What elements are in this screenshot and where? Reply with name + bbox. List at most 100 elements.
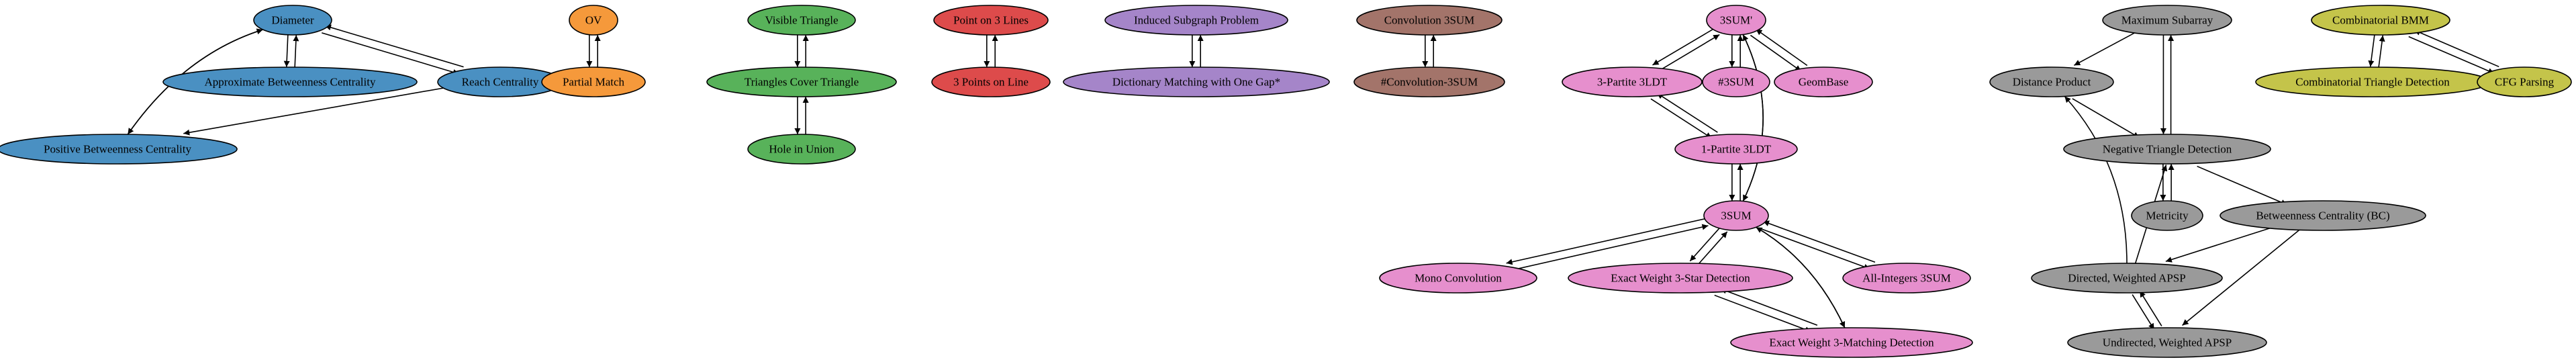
edge-undirapsp-to-dirapsp [2139, 290, 2162, 326]
node-shape-induced [1104, 5, 1288, 36]
node-label-dirapsp: Directed, Weighted APSP [2068, 272, 2185, 285]
node-shape-visible [747, 5, 856, 36]
node-label-pts_line: 3 Points on Line [953, 76, 1029, 89]
node-pts_line[interactable]: 3 Points on Line [931, 66, 1051, 97]
edge-sum3p-to-geombase [1750, 34, 1802, 72]
node-allint[interactable]: All-Integers 3SUM [1842, 263, 1971, 293]
node-label-p1ldt: 1-Partite 3LDT [1701, 143, 1772, 156]
edge-sum3-to-ew3star [1689, 226, 1721, 262]
node-ov[interactable]: OV [569, 5, 618, 36]
edge-dirapsp-to-undirapsp [2132, 294, 2155, 330]
node-shape-sum3p [1706, 5, 1766, 36]
node-hole[interactable]: Hole in Union [747, 134, 856, 165]
node-label-ew3match: Exact Weight 3-Matching Detection [1769, 336, 1934, 349]
edge-diameter-to-reach [321, 32, 459, 75]
node-shape-geombase [1774, 66, 1873, 97]
node-shape-ov [569, 5, 618, 36]
node-visible[interactable]: Visible Triangle [747, 5, 856, 36]
node-combbmm[interactable]: Combinatorial BMM [2311, 5, 2450, 36]
node-shape-hconv3sum [1353, 66, 1505, 97]
edge-combtri-to-combbmm [2378, 35, 2385, 68]
node-diameter[interactable]: Diameter [253, 5, 332, 36]
node-label-geombase: GeomBase [1799, 76, 1849, 89]
edge-sum3-to-allint [1759, 228, 1870, 270]
node-p3ldt[interactable]: 3-Partite 3LDT [1562, 66, 1703, 97]
node-shape-undirapsp [2067, 327, 2267, 358]
edge-ew3match-to-sum3 [1756, 226, 1846, 328]
node-sum3p[interactable]: 3SUM' [1706, 5, 1766, 36]
node-undirapsp[interactable]: Undirected, Weighted APSP [2067, 327, 2267, 358]
node-label-ew3star: Exact Weight 3-Star Detection [1611, 272, 1750, 285]
node-label-mono: Mono Convolution [1415, 272, 1502, 285]
edge-negtri-to-bcentral [2197, 165, 2287, 206]
edge-distprod-to-negtri [2072, 98, 2140, 138]
node-label-approx_bc: Approximate Betweenness Centrality [205, 76, 376, 89]
node-shape-partial [541, 66, 646, 97]
node-shape-hole [747, 134, 856, 165]
edge-p3ldt-to-sum3p [1658, 34, 1720, 72]
node-label-hsum3: #3SUM [1718, 76, 1754, 89]
node-dict[interactable]: Dictionary Matching with One Gap* [1063, 66, 1330, 97]
edge-combbmm-to-cfg [2408, 36, 2495, 74]
edge-mono-to-sum3 [1511, 224, 1709, 271]
node-shape-pt3lines [933, 5, 1049, 36]
edge-reach-to-pos_bc [183, 86, 449, 136]
node-ew3match[interactable]: Exact Weight 3-Matching Detection [1730, 327, 1973, 358]
node-label-bcentral: Betweenness Centrality (BC) [2256, 210, 2389, 222]
node-shape-allint [1842, 263, 1971, 293]
node-shape-negtri [2063, 134, 2271, 165]
node-bcentral[interactable]: Betweenness Centrality (BC) [2220, 200, 2426, 231]
node-conv3sum[interactable]: Convolution 3SUM [1356, 5, 1502, 36]
node-approx_bc[interactable]: Approximate Betweenness Centrality [162, 66, 418, 97]
node-shape-metricity [2131, 200, 2203, 231]
node-shape-maxsub [2102, 5, 2232, 36]
node-label-sum3p: 3SUM' [1720, 14, 1752, 27]
node-shape-ew3star [1568, 263, 1793, 293]
node-label-distprod: Distance Product [2013, 76, 2091, 89]
node-label-metricity: Metricity [2146, 210, 2189, 222]
node-label-visible: Visible Triangle [765, 14, 838, 27]
node-label-cfg: CFG Parsing [2495, 76, 2555, 89]
node-sum3[interactable]: 3SUM [1703, 200, 1769, 231]
node-combtri[interactable]: Combinatorial Triangle Detection [2255, 66, 2490, 97]
node-maxsub[interactable]: Maximum Subarray [2102, 5, 2232, 36]
node-label-pt3lines: Point on 3 Lines [953, 14, 1029, 27]
node-cfg[interactable]: CFG Parsing [2477, 66, 2572, 97]
node-hsum3[interactable]: #3SUM [1702, 66, 1770, 97]
node-label-conv3sum: Convolution 3SUM [1384, 14, 1475, 27]
node-mono[interactable]: Mono Convolution [1379, 263, 1537, 293]
node-pt3lines[interactable]: Point on 3 Lines [933, 5, 1049, 36]
edge-geombase-to-sum3p [1755, 28, 1808, 66]
node-metricity[interactable]: Metricity [2131, 200, 2203, 231]
node-shape-ew3match [1730, 327, 1973, 358]
node-shape-approx_bc [162, 66, 418, 97]
node-negtri[interactable]: Negative Triangle Detection [2063, 134, 2271, 165]
edge-bcentral-to-undirapsp [2182, 227, 2303, 326]
node-label-p3ldt: 3-Partite 3LDT [1597, 76, 1668, 89]
edge-sum3-to-mono [1506, 218, 1707, 265]
node-dirapsp[interactable]: Directed, Weighted APSP [2031, 263, 2223, 293]
edge-layer [127, 24, 2499, 332]
node-induced[interactable]: Induced Subgraph Problem [1104, 5, 1288, 36]
node-shape-combbmm [2311, 5, 2450, 36]
node-partial[interactable]: Partial Match [541, 66, 646, 97]
node-label-partial: Partial Match [563, 76, 625, 89]
node-shape-p3ldt [1562, 66, 1703, 97]
node-p1ldt[interactable]: 1-Partite 3LDT [1674, 134, 1798, 165]
node-tri_cover[interactable]: Triangles Cover Triangle [706, 66, 897, 97]
node-label-pos_bc: Positive Betweenness Centrality [44, 143, 192, 156]
edge-maxsub-to-distprod [2073, 30, 2140, 66]
node-label-hconv3sum: #Convolution-3SUM [1381, 76, 1478, 89]
node-pos_bc[interactable]: Positive Betweenness Centrality [0, 134, 238, 165]
node-label-allint: All-Integers 3SUM [1862, 272, 1951, 285]
node-hconv3sum[interactable]: #Convolution-3SUM [1353, 66, 1505, 97]
node-ew3star[interactable]: Exact Weight 3-Star Detection [1568, 263, 1793, 293]
node-geombase[interactable]: GeomBase [1774, 66, 1873, 97]
node-distprod[interactable]: Distance Product [1989, 66, 2114, 97]
node-label-tri_cover: Triangles Cover Triangle [745, 76, 859, 89]
node-reach[interactable]: Reach Centrality [437, 66, 563, 97]
edge-p3ldt-to-p1ldt [1650, 98, 1713, 139]
edge-sum3-to-sum3p [1742, 34, 1764, 201]
